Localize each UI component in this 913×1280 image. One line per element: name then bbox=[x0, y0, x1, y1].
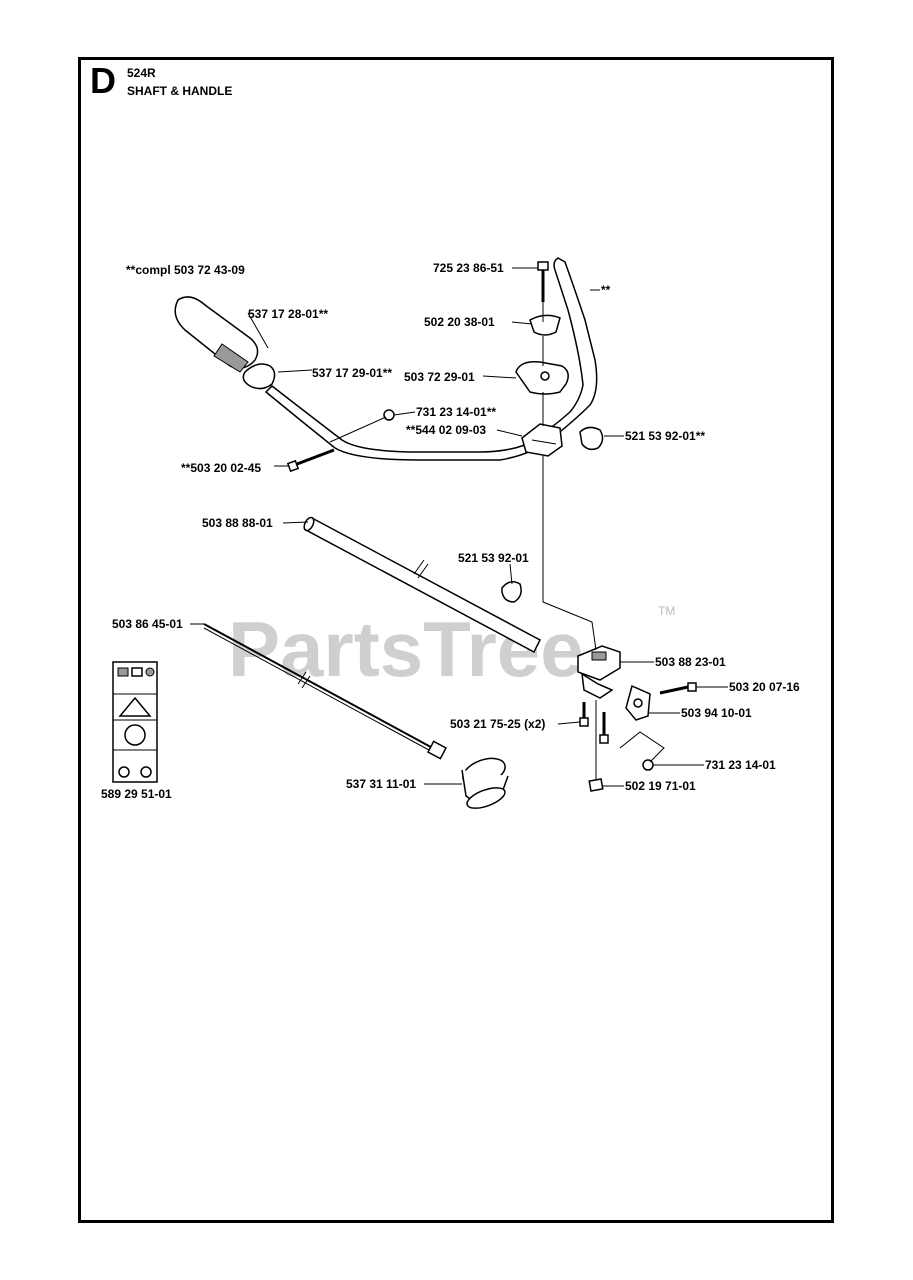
label-knob-right: 521 53 92-01** bbox=[625, 429, 705, 443]
label-shaft-tube: 503 88 88-01 bbox=[202, 516, 273, 530]
label-clamp-base: **544 02 09-03 bbox=[406, 423, 486, 437]
label-nut-bottom: 731 23 14-01 bbox=[705, 758, 776, 772]
label-compl-assembly: **compl 503 72 43-09 bbox=[126, 263, 245, 277]
label-screw-right: 503 20 07-16 bbox=[729, 680, 800, 694]
knob-right-part bbox=[579, 426, 604, 451]
watermark-text: PartsTree bbox=[228, 605, 584, 693]
label-wing-nut: 502 20 38-01 bbox=[424, 315, 495, 329]
label-grip-clamp: 537 17 29-01** bbox=[312, 366, 392, 380]
label-screws-x2: 503 21 75-25 (x2) bbox=[450, 717, 545, 731]
model-number: 524R bbox=[127, 66, 156, 80]
label-handle-mark: ** bbox=[601, 283, 611, 297]
nut-left-part bbox=[383, 409, 395, 421]
label-clamp-top: 503 72 29-01 bbox=[404, 370, 475, 384]
label-knob-shaft: 521 53 92-01 bbox=[458, 551, 529, 565]
label-square-nut: 502 19 71-01 bbox=[625, 779, 696, 793]
clamp-top-part bbox=[515, 360, 569, 395]
grip-clamp-part bbox=[242, 363, 276, 390]
label-holder: 503 88 23-01 bbox=[655, 655, 726, 669]
label-decal: 589 29 51-01 bbox=[101, 787, 172, 801]
label-drive-shaft: 503 86 45-01 bbox=[112, 617, 183, 631]
drive-shaft bbox=[203, 623, 448, 760]
screw-left-part bbox=[286, 448, 335, 473]
diagram-frame bbox=[78, 57, 834, 1223]
watermark-tm: TM bbox=[658, 604, 675, 618]
section-letter: D bbox=[90, 60, 116, 101]
holder-part bbox=[577, 645, 621, 699]
shaft-tube bbox=[303, 516, 541, 654]
bolt-top-part bbox=[537, 261, 549, 302]
leader-lines bbox=[190, 267, 728, 787]
handle-bar bbox=[264, 257, 598, 461]
guard-part bbox=[461, 757, 509, 809]
nut-bottom-part bbox=[642, 759, 654, 771]
screw-right-part bbox=[659, 682, 697, 695]
assembly-lines bbox=[329, 302, 665, 780]
screws-x2-part bbox=[579, 702, 609, 744]
label-bolt-top: 725 23 86-51 bbox=[433, 261, 504, 275]
square-nut-part bbox=[588, 778, 604, 792]
label-bracket: 503 94 10-01 bbox=[681, 706, 752, 720]
knob-shaft-part bbox=[501, 581, 522, 603]
bracket-part bbox=[625, 684, 651, 721]
grip-part bbox=[174, 296, 259, 373]
clamp-base-part bbox=[521, 423, 563, 457]
label-guard: 537 31 11-01 bbox=[346, 777, 416, 791]
section-title: SHAFT & HANDLE bbox=[127, 84, 233, 98]
label-nut-left: 731 23 14-01** bbox=[416, 405, 496, 419]
label-grip: 537 17 28-01** bbox=[248, 307, 328, 321]
decal-sheet bbox=[112, 661, 158, 783]
wing-nut-part bbox=[529, 314, 561, 336]
label-screw-left: **503 20 02-45 bbox=[181, 461, 261, 475]
